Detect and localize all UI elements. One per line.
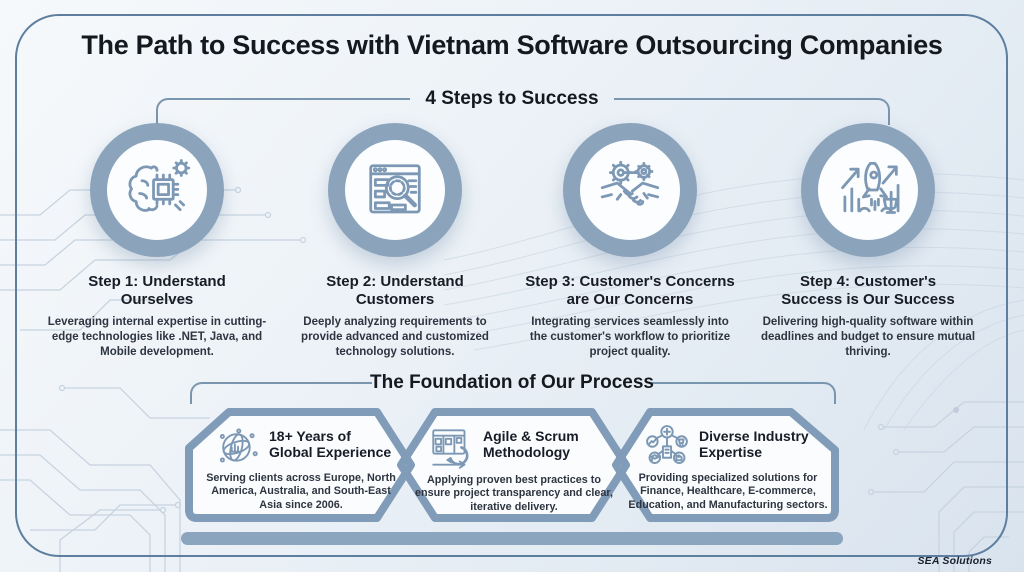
title-prefix: The Path to Success with <box>81 30 407 60</box>
foundation-heading: The Foundation of Our Process <box>370 372 654 393</box>
foundation-card-3: Diverse Industry Expertise <box>641 420 827 465</box>
chevron-shapes <box>185 408 839 522</box>
step-3-description: Integrating services seamlessly into the… <box>529 316 731 359</box>
foundation-bracket-left <box>190 382 372 404</box>
foundation-2-title: Agile & Scrum Methodology <box>483 428 579 461</box>
step-2-description: Deeply analyzing requirements to provide… <box>301 316 489 359</box>
foundation-2-description: Applying proven best practices to ensure… <box>414 474 614 513</box>
rocket-growth-icon <box>841 162 900 214</box>
step-card-4: Step 4: Customer's Success is Our Succes… <box>750 123 986 360</box>
page-title: The Path to Success with Vietnam Softwar… <box>0 30 1024 61</box>
brain-chip-gear-icon <box>128 159 191 212</box>
handshake-gears-icon <box>600 160 660 206</box>
step-1-circle <box>90 123 224 257</box>
step-1-title: Step 1: Understand Ourselves <box>88 273 226 308</box>
foundation-3-description: Providing specialized solutions for Fina… <box>628 472 828 511</box>
step-2-title: Step 2: Understand Customers <box>326 273 464 308</box>
step-3-circle <box>563 123 697 257</box>
globe-network-icon <box>219 428 258 463</box>
foundation-1-title: 18+ Years of Global Experience <box>269 428 392 461</box>
outer-frame <box>15 14 1008 557</box>
title-highlight: Vietnam Software Outsourcing <box>406 30 793 60</box>
step-1-description: Leveraging internal expertise in cutting… <box>47 316 267 359</box>
foundation-bracket-right <box>652 382 836 404</box>
foundation-card-2: Agile & Scrum Methodology <box>427 422 607 469</box>
step-3-title: Step 3: Customer's Concerns are Our Conc… <box>525 273 735 308</box>
browser-magnifier-icon <box>369 164 421 214</box>
step-card-3: Step 3: Customer's Concerns are Our Conc… <box>512 123 748 360</box>
foundation-band: 18+ Years of Global Experience Serving c… <box>181 404 843 526</box>
step-4-circle <box>801 123 935 257</box>
steps-heading: 4 Steps to Success <box>425 88 599 109</box>
kanban-cycle-icon <box>432 429 469 469</box>
steps-bracket-right <box>614 98 890 125</box>
foundation-1-description: Serving clients across Europe, North Ame… <box>206 472 396 511</box>
step-card-2: Step 2: Understand Customers Deeply anal… <box>277 123 513 360</box>
steps-bracket-left <box>156 98 410 125</box>
step-4-title: Step 4: Customer's Success is Our Succes… <box>781 273 955 308</box>
company-logo: SEA Solutions <box>917 555 992 567</box>
industry-cluster-icon <box>646 425 688 465</box>
step-2-circle <box>328 123 462 257</box>
step-card-1: Step 1: Understand Ourselves Leveraging … <box>39 123 275 360</box>
foundation-card-1: 18+ Years of Global Experience <box>213 422 393 463</box>
foundation-3-title: Diverse Industry Expertise <box>699 428 809 461</box>
foundation-base-bar <box>181 532 843 545</box>
title-suffix: Companies <box>792 30 943 60</box>
step-4-description: Delivering high-quality software within … <box>760 316 976 359</box>
